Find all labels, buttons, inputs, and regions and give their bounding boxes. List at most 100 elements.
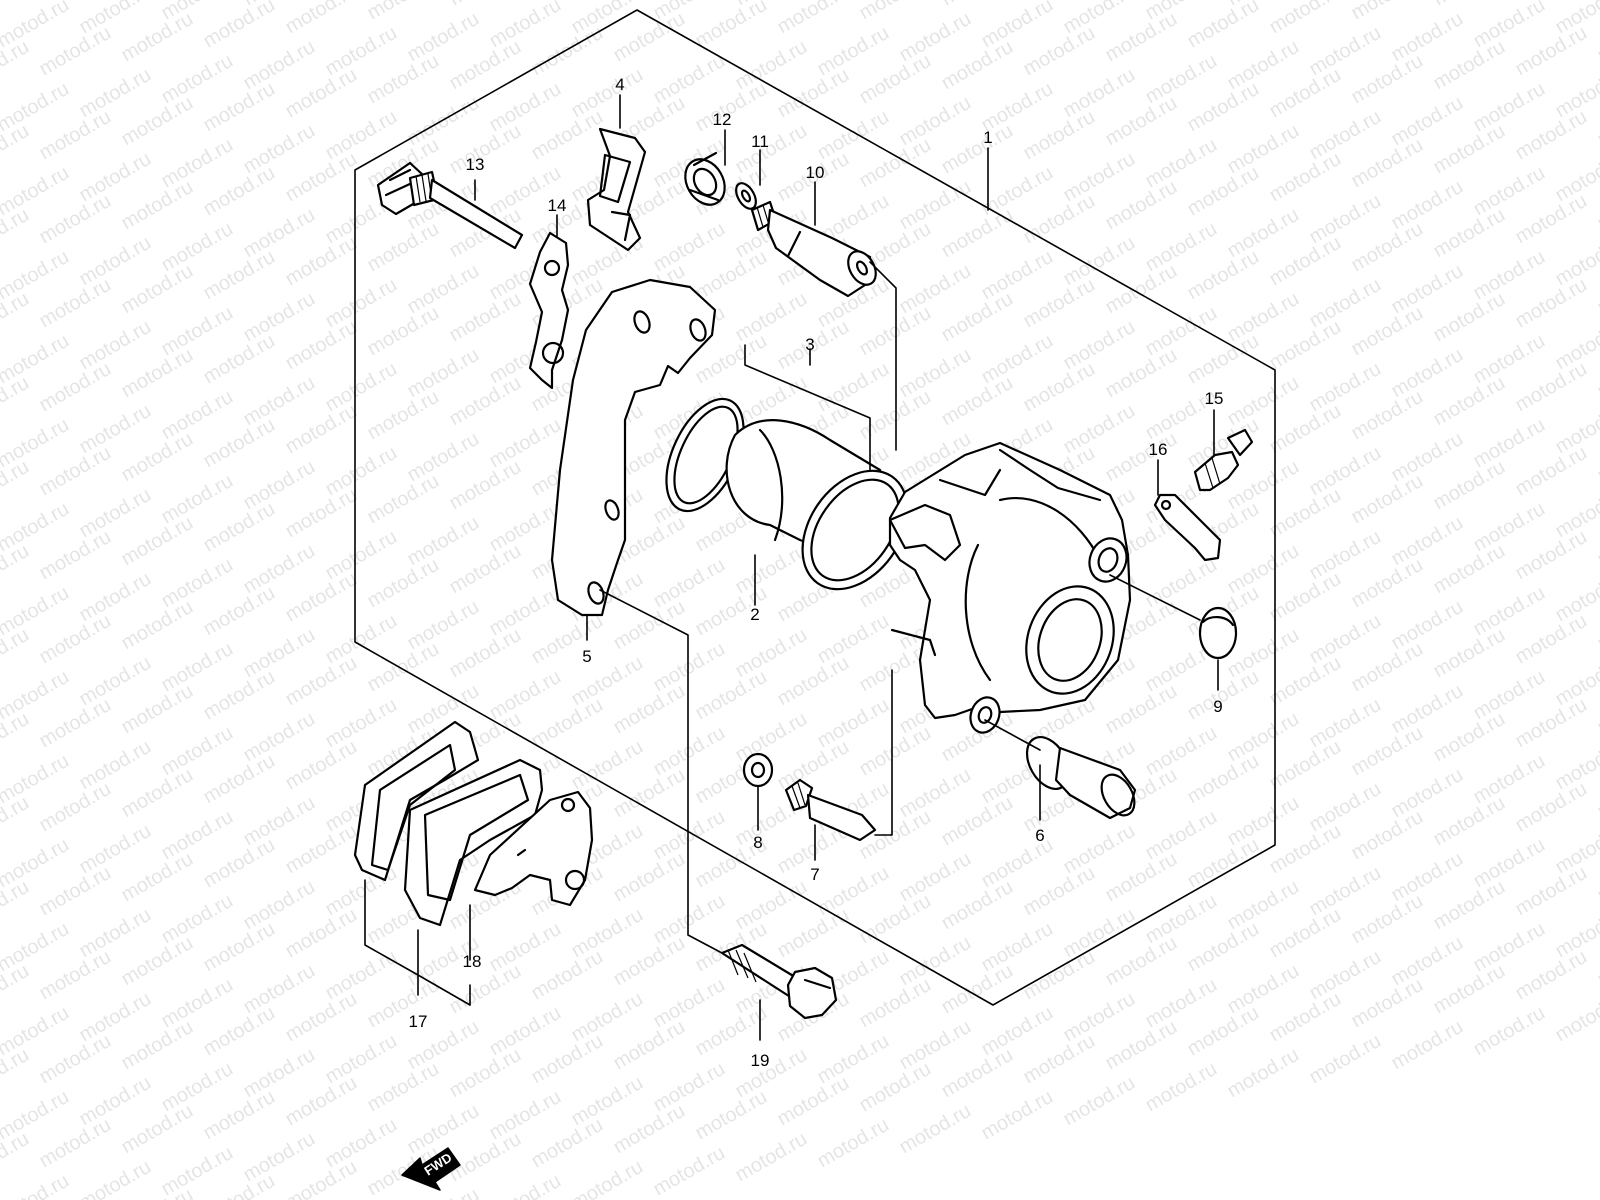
- label-part-17: 17: [409, 1012, 428, 1031]
- watermark-text: motod.ru: [282, 316, 361, 375]
- watermark-text: motod.ru: [282, 400, 361, 459]
- watermark-text: motod.ru: [1512, 526, 1591, 585]
- watermark-text: motod.ru: [1348, 974, 1427, 1033]
- watermark-text: motod.ru: [1512, 106, 1591, 165]
- watermark-text: motod.ru: [978, 330, 1057, 389]
- label-part-1: 1: [983, 128, 992, 147]
- label-part-15: 15: [1205, 389, 1224, 408]
- watermark-text: motod.ru: [732, 120, 811, 179]
- watermark-text: motod.ru: [1512, 274, 1591, 333]
- watermark-text: motod.ru: [814, 610, 893, 669]
- watermark-text: motod.ru: [814, 694, 893, 753]
- watermark-text: motod.ru: [650, 638, 729, 697]
- watermark-text: motod.ru: [158, 302, 237, 361]
- watermark-text: motod.ru: [1224, 876, 1303, 935]
- watermark-text: motod.ru: [1266, 904, 1345, 963]
- watermark-text: motod.ru: [1184, 0, 1263, 52]
- watermark-text: motod.ru: [1020, 190, 1099, 249]
- watermark-text: motod.ru: [322, 1030, 401, 1089]
- watermark-text: motod.ru: [76, 148, 155, 207]
- watermark-text: motod.ru: [528, 610, 607, 669]
- watermark-text: motod.ru: [732, 624, 811, 683]
- watermark-text: motod.ru: [1266, 568, 1345, 627]
- watermark-text: motod.ru: [1388, 176, 1467, 235]
- watermark-text: motod.ru: [76, 904, 155, 963]
- watermark-text: motod.ru: [36, 106, 115, 165]
- watermark-text: motod.ru: [240, 204, 319, 263]
- watermark-text: motod.ru: [200, 834, 279, 893]
- watermark-text: motod.ru: [322, 442, 401, 501]
- watermark-text: motod.ru: [1388, 596, 1467, 655]
- watermark-text: motod.ru: [1060, 820, 1139, 879]
- part-13-bolt: [376, 161, 524, 250]
- watermark-text: motod.ru: [158, 1058, 237, 1117]
- watermark-text: motod.ru: [1388, 512, 1467, 571]
- watermark-text: motod.ru: [158, 890, 237, 949]
- watermark-text: motod.ru: [404, 596, 483, 655]
- watermark-text: motod.ru: [1430, 540, 1509, 599]
- assembly-boundary: [354, 9, 1276, 1006]
- watermark-text: motod.ru: [896, 1100, 975, 1159]
- watermark-text: motod.ru: [118, 176, 197, 235]
- part-8-washer: [742, 752, 774, 788]
- watermark-text: motod.ru: [0, 120, 33, 179]
- part-7-bolt: [784, 778, 877, 842]
- watermark-text: motod.ru: [322, 106, 401, 165]
- watermark-text: motod.ru: [1266, 316, 1345, 375]
- watermark-text: motod.ru: [1102, 176, 1181, 235]
- watermark-text: motod.ru: [0, 372, 33, 431]
- watermark-text: motod.ru: [1224, 708, 1303, 767]
- watermark-text: motod.ru: [446, 120, 525, 179]
- watermark-text: motod.ru: [0, 1128, 33, 1187]
- watermark-text: motod.ru: [1430, 624, 1509, 683]
- watermark-text: motod.ru: [938, 204, 1017, 263]
- watermark-text: motod.ru: [1060, 400, 1139, 459]
- watermark-text: motod.ru: [446, 624, 525, 683]
- watermark-text: motod.ru: [322, 358, 401, 417]
- watermark-text: motod.ru: [856, 386, 935, 445]
- watermark-text: motod.ru: [1142, 50, 1221, 109]
- watermark-text: motod.ru: [36, 946, 115, 1005]
- watermark-text: motod.ru: [610, 680, 689, 739]
- watermark-text: motod.ru: [1184, 918, 1263, 977]
- watermark-text: motod.ru: [76, 988, 155, 1047]
- watermark-text: motod.ru: [0, 876, 33, 935]
- watermark-text: motod.ru: [1348, 0, 1427, 24]
- watermark-text: motod.ru: [1306, 106, 1385, 165]
- watermark-text: motod.ru: [0, 1044, 33, 1103]
- watermark-text: motod.ru: [650, 218, 729, 277]
- watermark-text: motod.ru: [446, 960, 525, 1019]
- watermark-text: motod.ru: [158, 218, 237, 277]
- watermark-text: motod.ru: [158, 386, 237, 445]
- watermark-text: motod.ru: [938, 372, 1017, 431]
- watermark-text: motod.ru: [364, 50, 443, 109]
- watermark-text: motod.ru: [36, 442, 115, 501]
- watermark-text: motod.ru: [364, 638, 443, 697]
- watermark-text: motod.ru: [1470, 330, 1549, 389]
- watermark-text: motod.ru: [568, 904, 647, 963]
- watermark-text: motod.ru: [528, 694, 607, 753]
- watermark-text: motod.ru: [486, 1086, 565, 1145]
- watermark-text: motod.ru: [282, 988, 361, 1047]
- label-part-8: 8: [753, 833, 762, 852]
- watermark-text: motod.ru: [896, 8, 975, 67]
- watermark-text: motod.ru: [240, 1128, 319, 1187]
- watermark-text: motod.ru: [118, 932, 197, 991]
- watermark-text: motod.ru: [446, 1044, 525, 1103]
- watermark-text: motod.ru: [1388, 344, 1467, 403]
- watermark-text: motod.ru: [1470, 78, 1549, 137]
- part-18-shim: [473, 790, 594, 907]
- watermark-text: motod.ru: [938, 288, 1017, 347]
- watermark-text: motod.ru: [650, 974, 729, 1033]
- part-10-pin: [750, 200, 877, 298]
- watermark-text: motod.ru: [1306, 22, 1385, 81]
- part-17-brake-pads: [353, 720, 544, 927]
- watermark-text: motod.ru: [118, 764, 197, 823]
- watermark-text: motod.ru: [0, 288, 33, 347]
- part-14-plate: [528, 231, 570, 390]
- watermark-text: motod.ru: [1266, 736, 1345, 795]
- watermark-text: motod.ru: [650, 1058, 729, 1117]
- watermark-text: motod.ru: [404, 260, 483, 319]
- watermark-text: motod.ru: [158, 974, 237, 1033]
